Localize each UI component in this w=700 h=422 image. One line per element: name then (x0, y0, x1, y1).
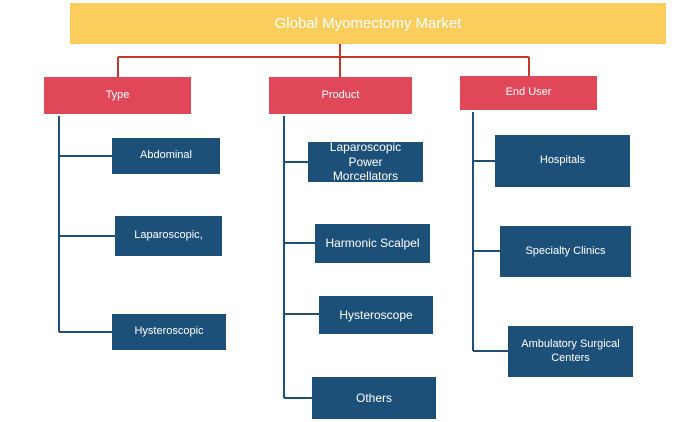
type-connectors (58, 116, 115, 333)
leaf-others: Others (312, 377, 436, 419)
leaf-hysteroscope: Hysteroscope (319, 296, 433, 334)
category-product: Product (269, 77, 412, 114)
title-connectors (117, 44, 530, 77)
leaf-laparoscopic: Laparoscopic, (115, 216, 222, 256)
leaf-hysteroscopic: Hysteroscopic (112, 314, 226, 350)
leaf-specialty-clinics: Specialty Clinics (500, 226, 631, 277)
leaf-ambulatory-surgical-centers: Ambulatory Surgical Centers (508, 326, 633, 377)
leaf-abdominal: Abdominal (112, 138, 220, 174)
leaf-harmonic-scalpel: Harmonic Scalpel (315, 224, 430, 263)
leaf-laparoscopic-power-morcellators: Laparoscopic Power Morcellators (308, 140, 423, 183)
category-end-user: End User (460, 76, 597, 110)
category-type: Type (44, 77, 191, 114)
diagram-title: Global Myomectomy Market (70, 3, 666, 44)
leaf-hospitals: Hospitals (495, 135, 630, 187)
